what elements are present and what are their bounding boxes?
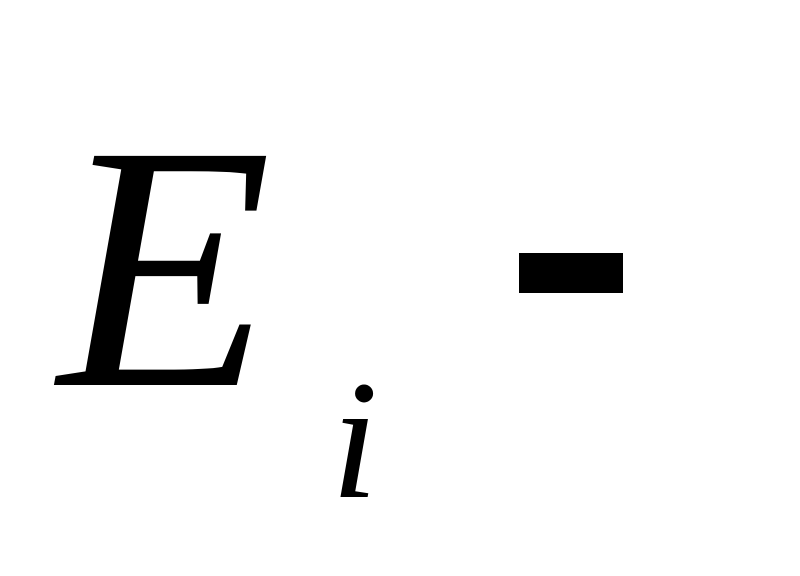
minus-operator (519, 253, 623, 293)
expression-subscript-index: i (331, 346, 379, 534)
expression-base-variable: E (58, 73, 272, 461)
